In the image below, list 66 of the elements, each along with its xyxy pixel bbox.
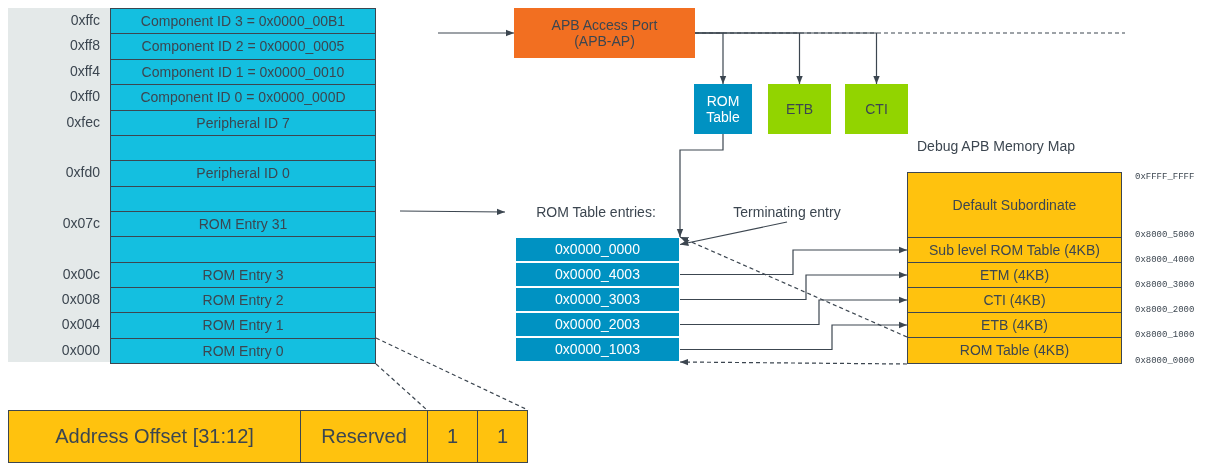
arrow	[399, 208, 506, 216]
memory-row: Component ID 1 = 0x0000_0010	[110, 59, 376, 85]
arrow	[679, 246, 908, 276]
memory-row: Component ID 2 = 0x0000_0005	[110, 33, 376, 60]
memory-row: Peripheral ID 7	[110, 110, 376, 136]
bit-field: Address Offset [31:12]	[8, 410, 301, 463]
arrow	[676, 133, 724, 238]
address-label: 0xff0	[69, 88, 100, 104]
address-label: 0x8000_4000	[1135, 255, 1195, 265]
entry-row: 0x0000_0000	[515, 237, 680, 262]
address-label: 0x07c	[62, 215, 100, 231]
arrow	[679, 271, 908, 301]
entry-row: 0x0000_2003	[515, 312, 680, 337]
address-label: 0xFFFF_FFFF	[1135, 172, 1195, 182]
memory-row: ROM Entry 1	[110, 312, 376, 339]
address-label: 0x00c	[62, 266, 100, 282]
component-box: CTI	[845, 84, 908, 134]
bit-field: Reserved	[300, 410, 428, 463]
arrow	[437, 29, 515, 37]
memory-region: ETM (4KB)	[907, 262, 1122, 288]
address-label: 0x004	[61, 316, 100, 332]
memory-row: ROM Entry 2	[110, 287, 376, 313]
memory-row	[110, 236, 376, 263]
memory-row	[110, 135, 376, 161]
address-label: 0x000	[61, 342, 100, 358]
memory-row: ROM Entry 31	[110, 211, 376, 237]
arrow	[679, 296, 908, 326]
address-label: 0x8000_5000	[1135, 230, 1195, 240]
address-label: 0x8000_2000	[1135, 305, 1195, 315]
memory-row	[110, 186, 376, 212]
address-label: 0xff8	[69, 37, 100, 53]
dashed-connector	[694, 32, 1126, 34]
arrow	[679, 221, 788, 247]
dashed-connector	[679, 236, 908, 338]
map-title: Debug APB Memory Map	[917, 138, 1075, 154]
entry-row: 0x0000_4003	[515, 262, 680, 287]
component-box: ROM Table	[694, 84, 752, 134]
address-label: 0x8000_1000	[1135, 330, 1195, 340]
entry-row: 0x0000_3003	[515, 287, 680, 312]
address-label: 0x8000_3000	[1135, 280, 1195, 290]
memory-row: ROM Entry 3	[110, 262, 376, 288]
annotation-text: ROM Table entries:	[505, 202, 687, 222]
access-port-box: APB Access Port (APB-AP)	[514, 8, 695, 58]
entry-row: 0x0000_1003	[515, 337, 680, 362]
memory-row: Peripheral ID 0	[110, 160, 376, 187]
dashed-connector	[679, 358, 908, 366]
memory-region: ETB (4KB)	[907, 312, 1122, 338]
memory-region: CTI (4KB)	[907, 287, 1122, 313]
memory-row: ROM Entry 0	[110, 338, 376, 364]
address-label: 0x008	[61, 291, 100, 307]
address-label: 0xfd0	[65, 164, 100, 180]
memory-region: ROM Table (4KB)	[907, 337, 1122, 364]
component-box: ETB	[768, 84, 831, 134]
memory-region: Sub level ROM Table (4KB)	[907, 237, 1122, 263]
memory-row: Component ID 3 = 0x0000_00B1	[110, 8, 376, 34]
bit-field: 1	[477, 410, 528, 463]
bit-field: 1	[427, 410, 478, 463]
memory-region: Default Subordinate	[907, 172, 1122, 238]
annotation-text: Terminating entry	[722, 202, 852, 222]
arrow	[679, 321, 908, 351]
address-label: 0xff4	[69, 63, 100, 79]
dashed-connector	[375, 363, 428, 411]
address-label: 0x8000_0000	[1135, 356, 1195, 366]
memory-row: Component ID 0 = 0x0000_000D	[110, 84, 376, 111]
address-label: 0xffc	[70, 12, 100, 28]
address-label: 0xfec	[66, 114, 100, 130]
